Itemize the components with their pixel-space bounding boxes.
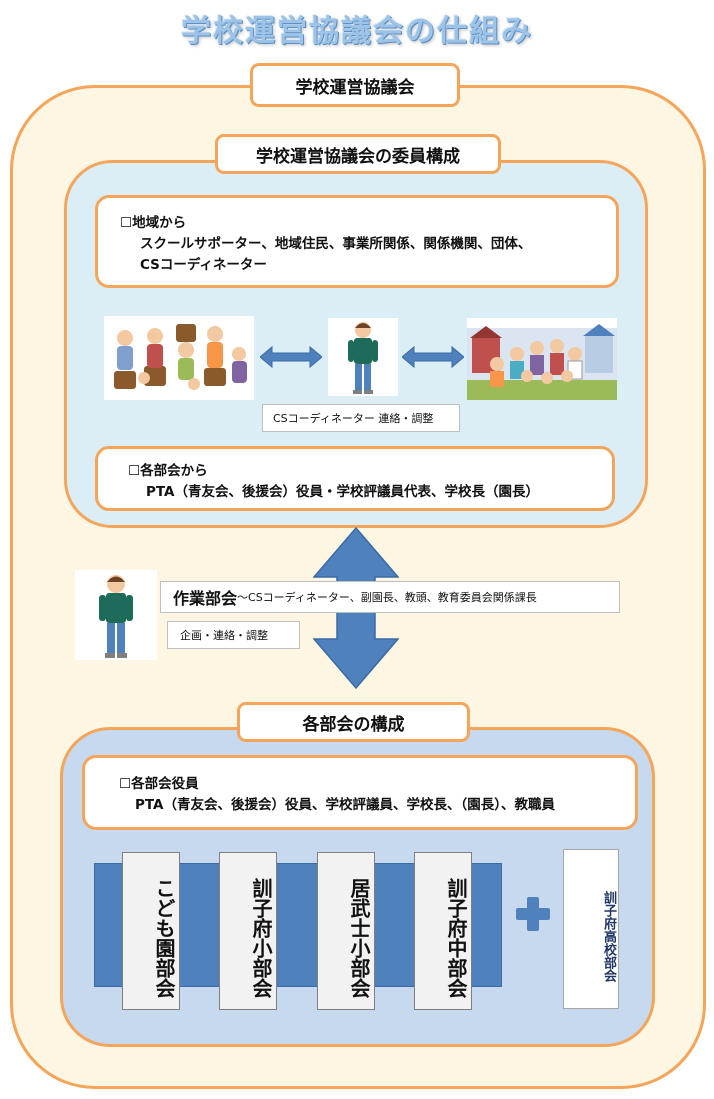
double-arrow-icon xyxy=(260,345,322,369)
task-group-role: 企画・連絡・調整 xyxy=(167,621,300,649)
members-label: 学校運営協議会の委員構成 xyxy=(215,134,501,174)
unit-officers-panel: ☐各部会役員 PTA（青友会、後援会）役員、学校評議員、学校長、（園長）、教職員 xyxy=(82,755,638,830)
unit-card-kunneppu-elementary: 訓子府小部会 xyxy=(219,852,277,1010)
unit-officers-body: PTA（青友会、後援会）役員、学校評議員、学校長、（園長）、教職員 xyxy=(135,797,556,813)
unit-card-ibushi-elementary: 居武士小部会 xyxy=(317,852,375,1010)
task-group-title: 作業部会 xyxy=(173,589,238,608)
double-arrow-icon xyxy=(402,345,464,369)
unit-members-panel: ☐各部会から PTA（青友会、後援会）役員・学校評議員代表、学校長（園長） xyxy=(95,446,615,511)
community-heading: ☐地域から xyxy=(120,215,187,231)
unit-members-body: PTA（青友会、後援会）役員・学校評議員代表、学校長（園長） xyxy=(146,484,540,500)
task-group-members: ～CSコーディネーター、副園長、教頭、教育委員会関係課長 xyxy=(237,591,537,604)
unit-card-kunneppu-junior-high: 訓子府中部会 xyxy=(414,852,472,1010)
people-meeting-illustration xyxy=(104,316,254,400)
page-title: 学校運営協議会の仕組み xyxy=(181,14,533,49)
community-group-illustration xyxy=(467,318,617,400)
community-members-panel: ☐地域から スクールサポーター、地域住民、事業所関係、関係機関、団体、 CSコー… xyxy=(95,195,619,288)
units-label: 各部会の構成 xyxy=(237,702,470,742)
coordinator-note: CSコーディネーター 連絡・調整 xyxy=(262,404,460,432)
unit-members-heading: ☐各部会から xyxy=(128,463,208,479)
community-line-2: CSコーディネーター xyxy=(140,257,267,273)
community-line-1: スクールサポーター、地域住民、事業所関係、関係機関、団体、 xyxy=(140,236,532,252)
task-group-box: 作業部会 ～CSコーディネーター、副園長、教頭、教育委員会関係課長 xyxy=(160,581,620,613)
unit-officers-heading: ☐各部会役員 xyxy=(119,776,199,792)
unit-card-kodomoen: こども園部会 xyxy=(122,852,180,1010)
plus-icon-vertical xyxy=(527,897,539,931)
coordinator-person-illustration xyxy=(328,318,398,396)
task-group-person-illustration xyxy=(75,570,157,660)
council-label: 学校運営協議会 xyxy=(250,63,460,107)
unit-card-kunneppu-high-school: 訓子府高校部会 xyxy=(563,849,619,1009)
